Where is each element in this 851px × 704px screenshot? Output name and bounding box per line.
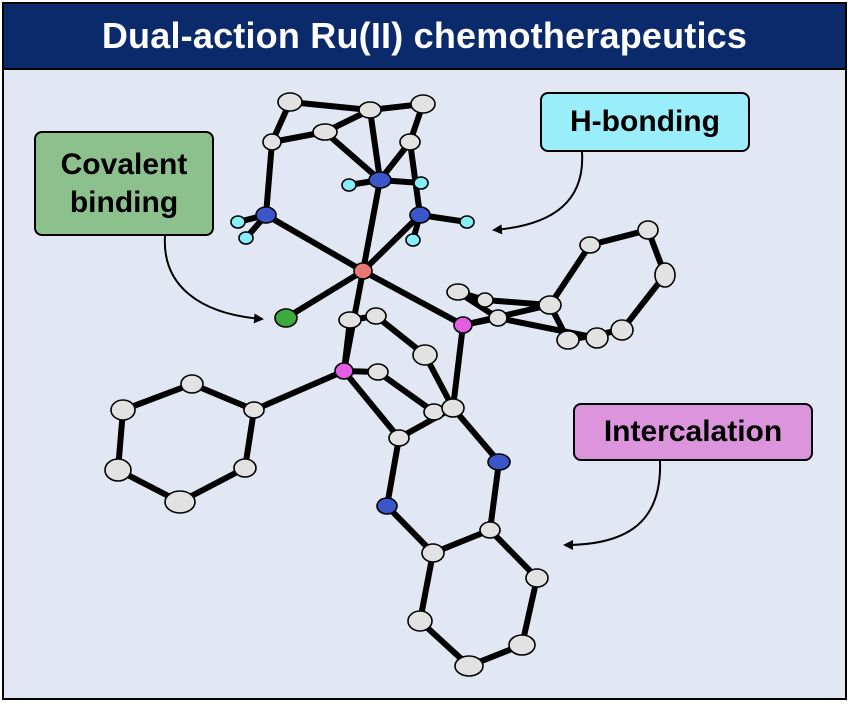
arrows [163, 151, 662, 550]
carbon-atom [421, 543, 445, 563]
atoms [104, 92, 676, 677]
carbon-atom [538, 295, 562, 315]
title-bar: Dual-action Ru(II) chemotherapeutics [4, 4, 845, 70]
nitrogen-atom [376, 497, 398, 515]
carbon-atom [243, 401, 265, 419]
carbon-atom [637, 220, 659, 240]
ruthenium-atom [353, 262, 373, 280]
carbon-atom [180, 374, 204, 394]
nitrogen-atom [368, 171, 392, 189]
carbon-atom [412, 344, 438, 366]
chlorine-atom [274, 308, 298, 328]
hydrogen-atom [341, 178, 357, 192]
carbon-atom [312, 123, 338, 141]
carbon-atom [446, 283, 470, 301]
carbon-atom [358, 101, 382, 119]
carbon-atom [388, 429, 410, 447]
carbon-atom [399, 133, 421, 151]
carbon-atom [454, 655, 484, 677]
covalent-binding-label: Covalent binding [34, 131, 214, 236]
hydrogen-atom [413, 176, 429, 190]
figure-title: Dual-action Ru(II) chemotherapeutics [101, 15, 748, 56]
carbon-atom [488, 309, 508, 327]
hydrogen-atom [459, 215, 475, 229]
carbon-atom [367, 363, 389, 381]
carbon-atom [164, 490, 196, 514]
carbon-atom [525, 568, 549, 588]
carbon-atom [610, 319, 634, 341]
covalent-label-line1: Covalent [60, 147, 188, 181]
carbon-atom [423, 403, 445, 421]
carbon-atom [365, 307, 387, 325]
carbon-atom [262, 133, 282, 151]
carbon-atom [479, 521, 501, 539]
phosphorus-atom [334, 362, 354, 380]
carbon-atom [508, 634, 536, 656]
carbon-atom [104, 458, 132, 482]
carbon-atom [579, 236, 601, 254]
phosphorus-atom [453, 316, 473, 334]
carbon-atom [585, 327, 609, 349]
nitrogen-atom [255, 206, 277, 224]
intercalation-arrow [563, 460, 662, 550]
carbon-atom [556, 330, 580, 350]
hbond-arrow [492, 151, 584, 235]
carbon-atom [654, 262, 676, 288]
carbon-atom [441, 398, 465, 418]
nitrogen-atom [487, 453, 511, 471]
carbon-atom [277, 92, 303, 112]
intercalation-label: Intercalation [573, 403, 813, 461]
covalent-arrow [163, 235, 264, 324]
hydrogen-atom [405, 233, 421, 247]
h-bonding-label: H-bonding [540, 92, 750, 152]
carbon-atom [233, 458, 257, 478]
hydrogen-atom [238, 231, 254, 245]
hydrogen-atom [230, 215, 246, 229]
nitrogen-atom [409, 206, 431, 224]
carbon-atom [407, 610, 433, 632]
carbon-atom [476, 292, 494, 308]
carbon-atom [410, 94, 436, 114]
carbon-atom [338, 311, 362, 329]
covalent-label-line2: binding [69, 185, 179, 219]
carbon-atom [110, 399, 136, 421]
